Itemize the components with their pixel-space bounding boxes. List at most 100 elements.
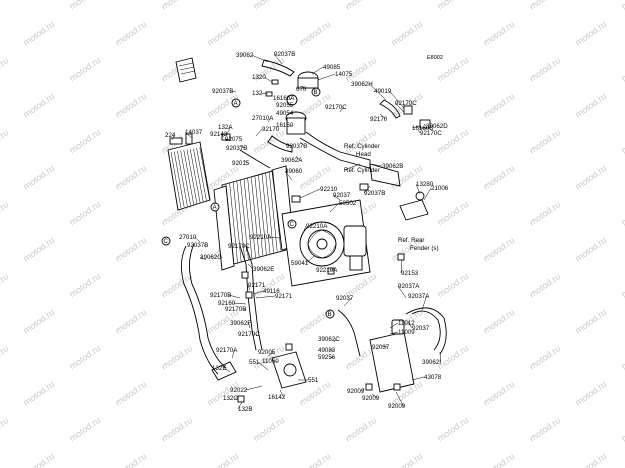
watermark-text: motod.ru — [67, 415, 102, 444]
leader-line — [255, 128, 263, 137]
part-number-label: 16160A — [273, 95, 295, 102]
watermark-text: motod.ru — [573, 235, 608, 264]
leader-line — [371, 393, 378, 399]
part-number-label: 132B — [238, 406, 252, 413]
watermark-text: motod.ru — [481, 19, 516, 48]
watermark-text: motod.ru — [113, 379, 148, 408]
watermark-text: motod.ru — [21, 307, 56, 336]
leader-line — [369, 83, 387, 101]
leader-line — [363, 185, 371, 194]
part-number-label: 92037 — [336, 295, 354, 302]
leader-line — [291, 124, 293, 127]
watermark-text: motod.ru — [619, 415, 625, 444]
watermark-text: motod.ru — [0, 343, 10, 372]
part-number-label: 132C — [223, 395, 238, 402]
part-number-label: 92170B — [210, 292, 231, 299]
watermark-text: motod.ru — [67, 55, 102, 84]
water-pump — [271, 351, 307, 389]
leader-line — [245, 245, 247, 253]
front-arrow-badge — [175, 57, 197, 83]
part-number-label: 92143 — [210, 131, 228, 138]
watermark-text: motod.ru — [0, 199, 10, 228]
leader-line — [253, 290, 264, 295]
part-number-label: 14037 — [185, 129, 203, 136]
leader-line — [255, 333, 257, 337]
leader-line — [421, 295, 427, 311]
leader-line — [267, 351, 274, 357]
part-number-label: 27010A — [252, 115, 274, 122]
watermark-text: motod.ru — [67, 0, 102, 12]
part-number-label: 49116 — [263, 288, 280, 295]
part-number-label: 11009 — [398, 329, 415, 336]
part-number-label: 39062C — [318, 336, 340, 343]
part-number-label: 1320 — [252, 74, 266, 81]
leader-line — [245, 385, 263, 391]
ref-cylinder-head-line2: Head — [356, 151, 371, 158]
part-number-label: 92210A — [316, 267, 338, 274]
leader-line — [329, 202, 340, 213]
part-number-label: 11012 — [398, 320, 415, 327]
leader-line — [233, 302, 247, 305]
leader-line — [221, 133, 226, 139]
watermark-text: motod.ru — [113, 19, 148, 48]
part-number-label: 16142 — [268, 394, 286, 401]
leader-line — [369, 163, 383, 167]
part-number-label: 39062E — [253, 266, 274, 273]
watermark-text: motod.ru — [527, 199, 562, 228]
part-number-label: 132E — [212, 365, 226, 372]
watermark-text: motod.ru — [481, 451, 516, 468]
part-number-label: 39062G — [200, 254, 222, 261]
part-number-label: 43078 — [424, 374, 442, 381]
part-number-label: 92170A — [216, 347, 238, 354]
part-number-label: 92037 — [412, 325, 430, 332]
leader-line — [194, 236, 201, 243]
leader-line — [295, 155, 300, 161]
leader-line — [423, 187, 432, 201]
leader-line — [291, 112, 293, 115]
leader-line — [289, 97, 292, 101]
leader-line — [224, 367, 231, 373]
watermark-text: motod.ru — [0, 0, 10, 12]
leader-line — [381, 345, 388, 348]
watermark-text: motod.ru — [0, 271, 10, 300]
part-number-label: 92153 — [401, 270, 419, 277]
reservoir-tank — [337, 307, 447, 393]
leader-line — [311, 66, 324, 75]
part-number-label: 49054 — [276, 110, 294, 117]
watermark-text: motod.ru — [113, 307, 148, 336]
callout-c: C — [161, 236, 171, 246]
part-number-label: 39062I — [422, 359, 441, 366]
part-number-label: 132A — [218, 124, 233, 131]
watermark-text: motod.ru — [113, 163, 148, 192]
leader-line — [333, 338, 337, 343]
leader-line — [411, 125, 421, 129]
ref-rear-fender-line2: Fender (s) — [410, 245, 439, 252]
watermark-text: motod.ru — [297, 451, 332, 468]
watermark-text: motod.ru — [481, 163, 516, 192]
leader-line — [301, 85, 306, 90]
watermark-text: motod.ru — [573, 91, 608, 120]
watermark-text: motod.ru — [251, 0, 286, 12]
leader-line — [171, 134, 175, 141]
svg-text:B: B — [328, 311, 332, 318]
watermark-text: motod.ru — [435, 271, 470, 300]
part-number-label: 11060 — [262, 358, 279, 365]
leader-line — [339, 106, 344, 113]
part-number-label: 92037 — [333, 192, 351, 199]
leader-line — [273, 53, 283, 65]
part-number-label: 92210A — [250, 234, 272, 241]
leader-line — [247, 284, 251, 291]
part-number-label: 92170C — [228, 243, 250, 250]
leader-line — [284, 170, 293, 181]
leader-line — [394, 102, 405, 113]
callout-b2: B — [325, 309, 335, 319]
watermark-text: motod.ru — [435, 415, 470, 444]
svg-text:C: C — [290, 221, 295, 228]
svg-text:A: A — [234, 100, 239, 107]
leader-line — [389, 322, 399, 329]
ref-cylinder-head-line1: Ref. Cylinder — [344, 143, 380, 150]
callout-c2: C — [287, 219, 297, 229]
thermostat-housing — [285, 71, 319, 135]
leader-line — [389, 90, 405, 109]
